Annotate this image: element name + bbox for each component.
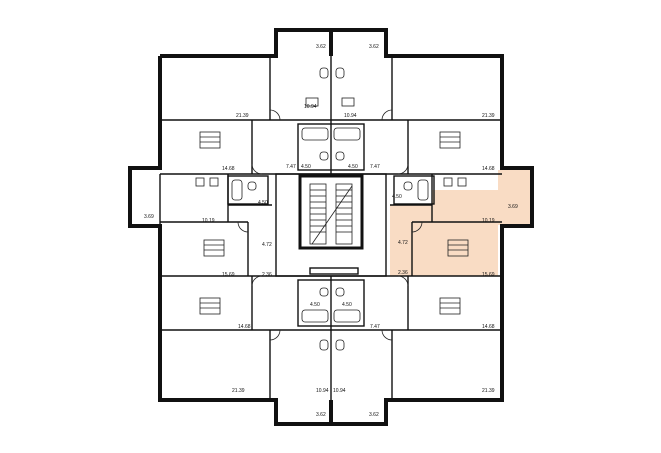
- area-label: 10.94: [316, 388, 329, 394]
- area-label: 3.62: [369, 412, 379, 418]
- area-label: 21.39: [232, 388, 245, 394]
- area-label: 14.68: [482, 324, 495, 330]
- area-label: 4.50: [301, 164, 311, 170]
- area-label: 3.62: [316, 44, 326, 50]
- area-label: 21.39: [482, 388, 495, 394]
- area-label: 4.50: [392, 194, 402, 200]
- area-labels: 3.62 3.62 21.39 21.39 10.94 10.94 14.68 …: [144, 44, 518, 418]
- stair-core: [275, 173, 387, 277]
- area-label: 14.68: [222, 166, 235, 172]
- area-label: 10.19: [482, 218, 495, 224]
- area-label: 10.19: [202, 218, 215, 224]
- bathroom-fixtures: [195, 67, 467, 351]
- highlighted-apartment: [390, 170, 530, 276]
- area-label: 14.68: [238, 324, 251, 330]
- area-label: 7.47: [370, 164, 380, 170]
- area-label: 2.36: [398, 270, 408, 276]
- area-label: 4.72: [262, 242, 272, 248]
- area-label: 3.62: [316, 412, 326, 418]
- area-label: 7.47: [370, 324, 380, 330]
- area-label: 4.50: [342, 302, 352, 308]
- area-label: 2.36: [262, 272, 272, 278]
- area-label: 10.94: [333, 388, 346, 394]
- area-label: 21.39: [236, 113, 249, 119]
- area-label: 4.72: [398, 240, 408, 246]
- area-label: 4.50: [348, 164, 358, 170]
- area-label: 10.94: [344, 113, 357, 119]
- outer-walls: [128, 28, 534, 426]
- area-label: 3.62: [369, 44, 379, 50]
- area-label: 21.39: [482, 113, 495, 119]
- area-label: 10.94: [304, 104, 317, 110]
- area-label: 15.69: [222, 272, 235, 278]
- door-swings: [237, 109, 423, 341]
- area-label: 4.50: [258, 200, 268, 206]
- area-label: 14.68: [482, 166, 495, 172]
- cabinet-symbols: [199, 131, 469, 315]
- area-label: 3.69: [144, 214, 154, 220]
- area-label: 3.69: [508, 204, 518, 210]
- area-label: 4.50: [310, 302, 320, 308]
- area-label: 15.69: [482, 272, 495, 278]
- area-label: 7.47: [286, 164, 296, 170]
